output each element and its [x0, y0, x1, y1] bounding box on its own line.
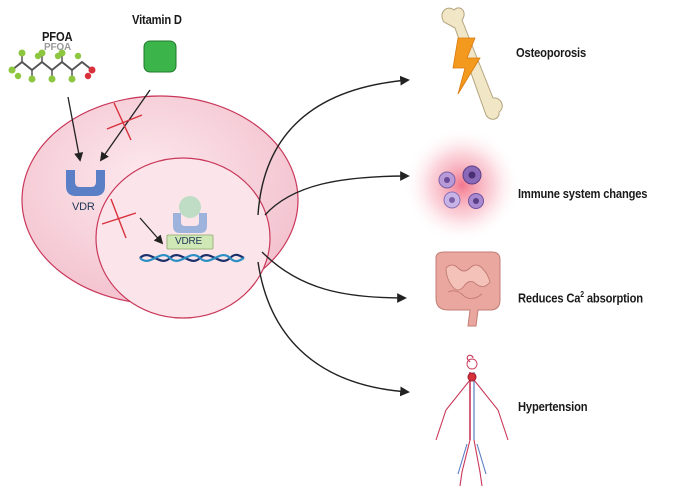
immune-changes-label: Immune system changes — [518, 186, 648, 201]
pfoa-label: PFOA — [42, 29, 73, 44]
vitamin-d-icon — [143, 40, 177, 73]
arrow-hypertension — [257, 261, 410, 397]
hypertension-label: Hypertension — [518, 399, 588, 414]
intestine-icon — [435, 251, 501, 327]
inflammation-glow — [404, 127, 520, 243]
vdr-label: VDR — [72, 201, 95, 213]
cell — [21, 95, 299, 319]
vdre-label: VDRE — [175, 236, 202, 247]
circulatory-system-icon — [435, 354, 509, 487]
arrow-immune — [264, 171, 410, 216]
pfoa-molecule-icon — [8, 49, 96, 83]
pfoa-to-vdr-arrow — [67, 96, 84, 162]
dna-icon — [139, 253, 245, 263]
calcium-suffix: absorption — [583, 290, 643, 306]
calcium-absorption-label: Reduces Ca2 absorption — [518, 290, 643, 305]
vitamin-d-to-vdr-arrow — [99, 89, 151, 162]
vdr-bound-icon — [173, 213, 207, 233]
inhibition-mark-outer — [106, 102, 143, 141]
osteoporosis-label: Osteoporosis — [516, 45, 587, 60]
vdr-receptor-icon — [66, 170, 105, 196]
vitamin-d-bound-icon — [179, 196, 201, 218]
inhibition-mark-inner — [101, 198, 137, 239]
arrow-calcium — [261, 251, 407, 303]
vdre-box — [166, 234, 214, 250]
calcium-superscript: 2 — [580, 290, 584, 299]
pfoa-structure-label: PFOA — [44, 42, 71, 53]
vitamin-d-label: Vitamin D — [132, 12, 182, 27]
immune-cells-icon — [438, 165, 484, 209]
calcium-prefix: Reduces Ca — [518, 290, 581, 306]
lightning-icon — [452, 37, 481, 95]
arrow-osteoporosis — [257, 75, 410, 216]
vdr-to-dna-arrow — [139, 217, 164, 245]
